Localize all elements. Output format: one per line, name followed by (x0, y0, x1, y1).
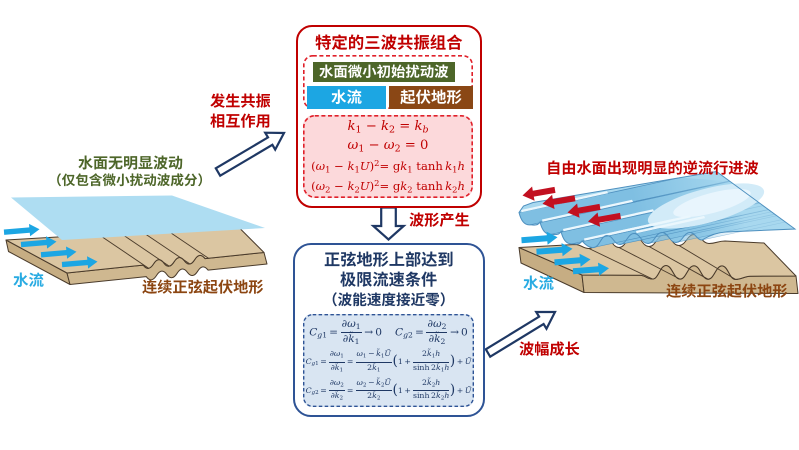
left-flow-arrow (40, 246, 77, 259)
upstream-wave-arrow (588, 212, 621, 227)
surface-wave-box (313, 61, 455, 82)
resonance-equation-1: k1 − k2 = kb (347, 118, 429, 136)
topography-box (388, 85, 473, 109)
right-illustration-wavy-water (518, 170, 797, 249)
wave-generation-label (409, 212, 470, 228)
wave-crest-line (689, 213, 775, 233)
topography-label-left (142, 279, 264, 295)
resonance-equation-2: ω1 − ω2 = 0 (347, 138, 429, 155)
resonance-equation-4: (ω2 − k2U)2= gk2 tanh k2h (311, 177, 465, 194)
right-flow-arrow (554, 253, 591, 267)
seabed-ripple-groove (98, 234, 149, 269)
upstream-wave-arrow (522, 186, 556, 201)
resonance-equation-3: (ω1 − k1U)2= gk1 tanh k1h (311, 158, 465, 175)
wave-crest-highlight (636, 215, 706, 234)
water-reflection (673, 188, 751, 218)
right-flow-arrow (536, 243, 573, 257)
condition-title-line2 (340, 271, 438, 288)
current-label-right (523, 275, 554, 291)
left-flow-arrow (61, 256, 98, 269)
resonance-arrow-label-line2 (209, 113, 271, 129)
upstream-wave-arrow (542, 194, 576, 209)
wave-front-slope (690, 214, 786, 240)
seabed-ripple-groove (648, 246, 709, 280)
condition-title-line3 (323, 292, 454, 308)
condition-title-line1 (324, 251, 454, 268)
seabed-ripple-groove (588, 248, 653, 280)
amplitude-growth-arrow (484, 310, 557, 359)
resonance-arrow-label-line1 (209, 93, 271, 109)
current-label-left (13, 272, 44, 288)
resonance-equations-panel: k1 − k2 = kb ω1 − ω2 = 0 (ω1 − k1U)2= gk… (303, 115, 473, 198)
seabed-ripple-groove (142, 231, 190, 265)
seabed-ripple-groove (120, 232, 170, 267)
right-caption (546, 160, 759, 176)
wave-generation-arrow (370, 206, 407, 241)
seabed-ripple-groove (618, 247, 681, 280)
seabed-ripple-groove (167, 230, 209, 259)
left-caption (0, 155, 260, 187)
wave-crest-highlight (609, 215, 691, 236)
left-caption-line1 (77, 155, 183, 171)
resonance-box: k1 − k2 = kb ω1 − ω2 = 0 (ω1 − k1U)2= gk… (296, 25, 482, 208)
wave-trough-line (593, 209, 769, 248)
left-caption-line2 (48, 173, 211, 187)
condition-box-title (295, 251, 483, 310)
resonance-box-title (298, 34, 480, 51)
wavy-water-outline (518, 170, 797, 249)
right-flow-arrow (521, 231, 558, 245)
left-flow-arrow (3, 223, 40, 237)
resonance-box-title-text (315, 34, 463, 51)
wave-trough-line (619, 211, 772, 245)
topography-label-right (666, 283, 788, 299)
upstream-wave-arrow (567, 203, 601, 218)
left-illustration-water-surface (11, 195, 265, 240)
amplitude-growth-label (519, 341, 580, 357)
current-box (307, 85, 386, 109)
wave-trough-line (530, 181, 731, 225)
wave-trough-line (675, 219, 783, 243)
resonance-arrow (214, 131, 286, 178)
right-flow-arrow (572, 262, 609, 276)
right-illustration-seabed (518, 234, 799, 294)
seabed-ripple-groove (678, 245, 736, 280)
left-flow-arrow (20, 236, 57, 249)
resonance-arrow-label (180, 93, 300, 129)
